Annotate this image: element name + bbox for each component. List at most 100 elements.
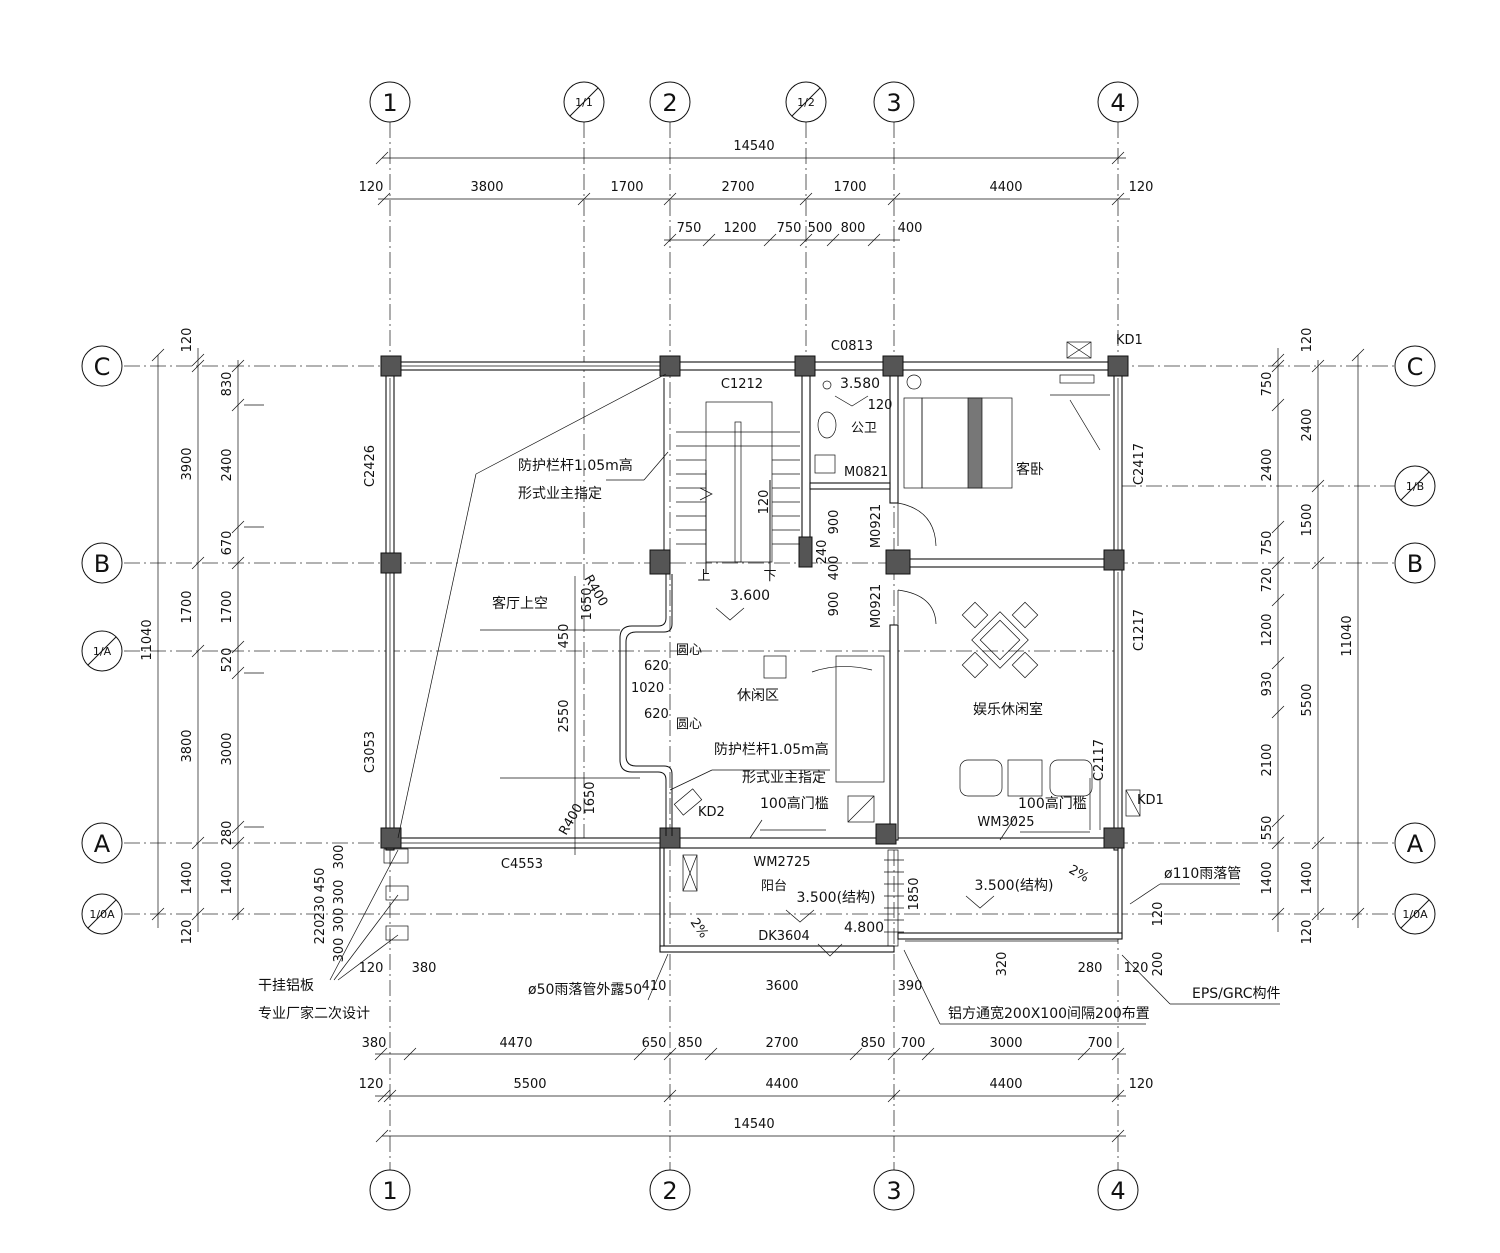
dim-value: 120: [180, 328, 195, 353]
dim-value: 620: [644, 659, 669, 674]
dim-value: 280: [1078, 961, 1103, 976]
dim-value: 220: [313, 920, 328, 945]
dim-value: 320: [995, 952, 1010, 977]
dim-value: 4400: [989, 1077, 1022, 1092]
railing-note: 防护栏杆1.05m高: [714, 741, 829, 758]
dim-value: 300: [332, 908, 347, 933]
dim-value: 550: [1260, 816, 1275, 841]
dim-value: 380: [412, 961, 437, 976]
dim-value: 520: [220, 648, 235, 673]
dim-value: 670: [220, 531, 235, 556]
dim-value: 4470: [499, 1036, 532, 1051]
dim-value: 450: [557, 624, 572, 649]
dim-value: 1400: [1300, 861, 1315, 894]
dim-value: 900: [827, 592, 842, 617]
dim-value: 930: [1260, 672, 1275, 697]
room-labels: 客厅上空 休闲区 公卫 客卧 娱乐休闲室 阳台: [492, 421, 1044, 894]
dim-value: 2400: [1300, 408, 1315, 441]
dim-value: 720: [1260, 568, 1275, 593]
dim-value: 240: [815, 540, 830, 565]
dim-value: 2550: [557, 699, 572, 732]
leaders: [329, 373, 1280, 1025]
room-label: 客厅上空: [492, 595, 548, 612]
room-label: 休闲区: [737, 688, 779, 704]
dim-value: 2400: [1260, 448, 1275, 481]
center-label: 圆心: [676, 717, 702, 732]
axis-bubbles-top: 1 1/1 2 1/2 3 4: [369, 81, 1139, 123]
dim-value: 3800: [180, 729, 195, 762]
window-label: C2426: [363, 445, 378, 487]
dim-value: 120: [180, 920, 195, 945]
dim-value: 120: [757, 490, 772, 515]
dim-value: 1850: [907, 877, 922, 910]
dim-value: 750: [777, 221, 802, 236]
dim-value: 280: [220, 821, 235, 846]
dim-value: 120: [1124, 961, 1149, 976]
axis-label: 3: [886, 1177, 901, 1205]
dim-value: 650: [642, 1036, 667, 1051]
dimensions-right: 120 750 2400 750 720 1200 930 2100 550 1…: [1260, 328, 1365, 945]
axis-label: 4: [1110, 89, 1125, 117]
dim-value: 1200: [723, 221, 756, 236]
dim-value: 120: [868, 398, 893, 413]
sill-note: 100高门槛: [760, 795, 829, 812]
room-label: 娱乐休闲室: [973, 701, 1043, 718]
dim-value: 830: [220, 372, 235, 397]
dim-value: 1200: [1260, 613, 1275, 646]
center-label: 圆心: [676, 643, 702, 658]
dim-value: 120: [1151, 902, 1166, 927]
drain-note: ø50雨落管外露50: [528, 982, 642, 998]
axis-label: 1/1: [575, 96, 593, 109]
dim-value: 620: [644, 707, 669, 722]
dim-value: 120: [359, 1077, 384, 1092]
drain-note: ø110雨落管: [1164, 866, 1241, 882]
dim-value: 4400: [765, 1077, 798, 1092]
dim-value: 3000: [989, 1036, 1022, 1051]
furniture: [763, 374, 1110, 823]
window-label: C2117: [1092, 739, 1107, 781]
dim-value: 750: [1260, 372, 1275, 397]
balcony-details: [383, 341, 1141, 947]
level-labels: 3.580 3.600 3.500(结构) 3.500(结构) 4.800: [730, 376, 1054, 936]
alu-note: 铝方通宽200X100间隔200布置: [948, 1005, 1150, 1022]
level-value: 3.500(结构): [796, 890, 875, 906]
axis-label: 3: [886, 89, 901, 117]
dimensions-left: 11040 120 3900 1700 3800 1400 120 830 24…: [140, 328, 264, 945]
dim-value: 11040: [1340, 615, 1355, 656]
dim-value: 410: [642, 979, 667, 994]
dim-value: 450: [313, 868, 328, 893]
window-label: M0821: [844, 465, 888, 480]
window-label: C2417: [1132, 443, 1147, 485]
window-label: C1217: [1132, 609, 1147, 651]
window-label: C3053: [363, 731, 378, 773]
axis-label: C: [1407, 353, 1424, 381]
dim-value: 1700: [833, 180, 866, 195]
dim-value: 400: [827, 556, 842, 581]
axis-bubbles-right: C 1/B B A 1/0A: [1394, 345, 1436, 935]
dim-value: 850: [861, 1036, 886, 1051]
dim-value: 14540: [733, 1117, 774, 1132]
axis-label: 1: [382, 89, 397, 117]
axis-label: C: [94, 353, 111, 381]
axis-label: A: [94, 830, 111, 858]
dim-value: 400: [898, 221, 923, 236]
dim-value: 1650: [580, 587, 595, 620]
dim-value: 120: [1300, 920, 1315, 945]
dim-value: 380: [362, 1036, 387, 1051]
axis-label: 2: [662, 89, 677, 117]
panel-note: 干挂铝板: [258, 978, 314, 994]
dim-value: 2700: [765, 1036, 798, 1051]
dim-value: 120: [359, 961, 384, 976]
window-label: WM2725: [753, 855, 810, 870]
railing-note: 形式业主指定: [518, 486, 602, 502]
dim-value: 300: [332, 880, 347, 905]
level-value: 3.600: [730, 588, 770, 604]
dim-value: 2100: [1260, 743, 1275, 776]
dim-value: 850: [678, 1036, 703, 1051]
axis-label: 1/A: [93, 645, 112, 658]
columns: [380, 355, 1129, 849]
dim-value: 1400: [1260, 861, 1275, 894]
dim-value: 3800: [470, 180, 503, 195]
dim-value: 1700: [610, 180, 643, 195]
